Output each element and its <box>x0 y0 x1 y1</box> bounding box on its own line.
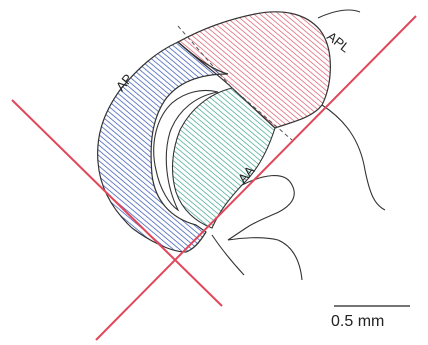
right-tissue-outline <box>322 105 385 210</box>
outer-outline-right <box>318 10 360 18</box>
lower-fold-outline <box>228 176 302 280</box>
lower-fold-outline-2 <box>212 235 244 275</box>
scale-bar-label: 0.5 mm <box>331 313 384 331</box>
